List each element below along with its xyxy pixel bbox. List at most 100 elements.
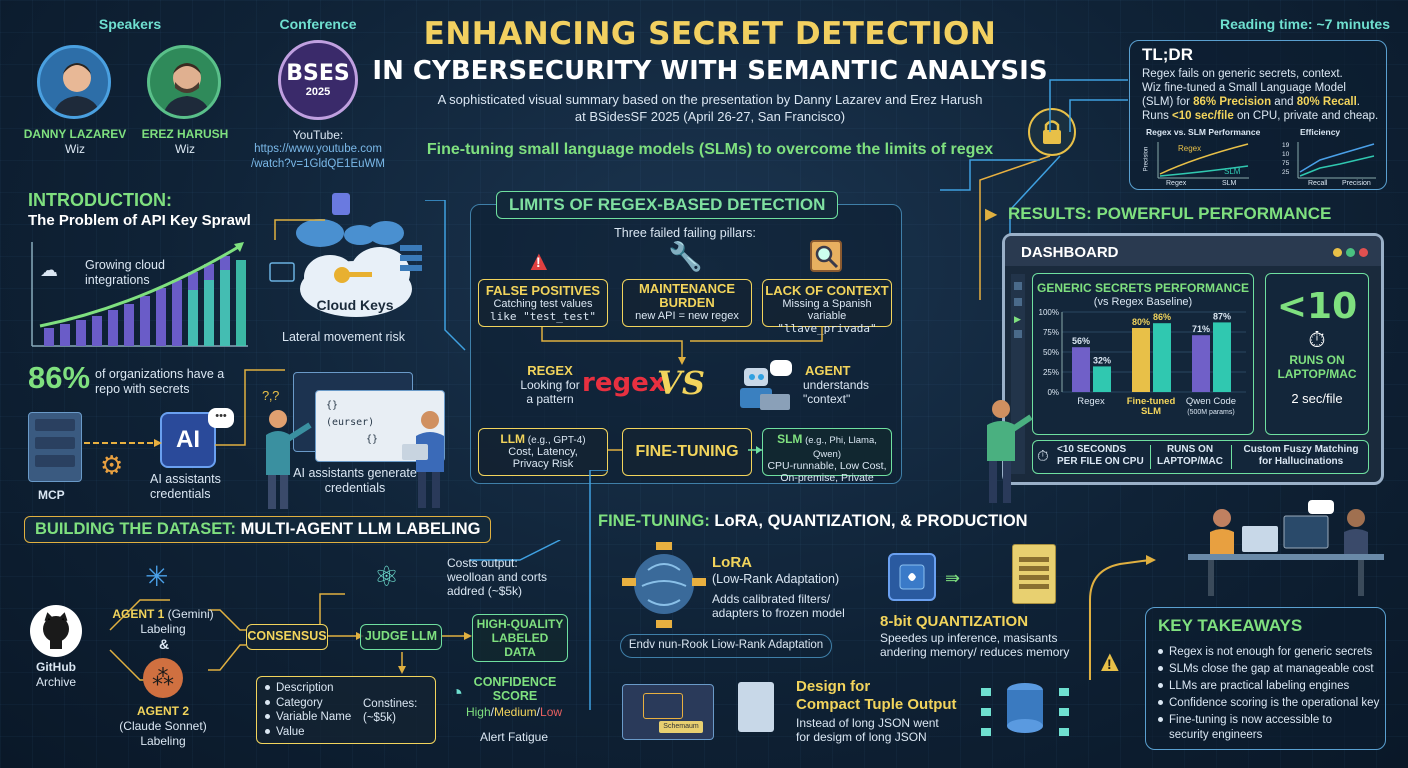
tldr-chart1-title: Regex vs. SLM Performance [1146, 127, 1261, 137]
tldr-chart2-x1: Recall [1308, 180, 1328, 187]
ai-credentials: AI assistants credentials [150, 472, 221, 501]
youtube-url-1[interactable]: https://www.youtube.com [254, 143, 382, 155]
agent-text1: understands [803, 378, 870, 392]
logo-year: 2025 [305, 86, 331, 98]
tldr-chart1-x1: Regex [1166, 180, 1187, 187]
gear-icon: ⚙ [100, 450, 124, 480]
regex-text2: a pattern [526, 392, 574, 406]
chart-bar [1093, 366, 1111, 392]
conf-medium: Medium [493, 705, 537, 719]
tldr-chart1 [1157, 142, 1249, 179]
chart-category-label: Qwen Code [1186, 396, 1236, 407]
chart-data-label: 32% [1093, 355, 1111, 365]
hq-line1: HIGH-QUALITY [476, 617, 564, 631]
avatar-danny [37, 45, 111, 119]
pillar2-text: new API = new regex [635, 310, 739, 322]
github-icon [30, 605, 82, 657]
dataset-title-2: MULTI-AGENT LLM LABELING [240, 520, 481, 538]
tldr-chart1-ylabel: Precision [1143, 146, 1150, 172]
subtitle-line1: A sophisticated visual summary based on … [437, 92, 983, 107]
code-line-1: {} [326, 400, 339, 411]
design-title-2: Compact Tuple Output [796, 696, 957, 713]
intro-title: INTRODUCTION: [28, 190, 172, 210]
pillar-maintenance: MAINTENANCE BURDEN new API = new regex [622, 279, 752, 327]
chart-bar [1072, 347, 1090, 392]
slm-eg: (e.g., Phi, Llama, Qwen) [802, 435, 877, 460]
slm-box: SLM (e.g., Phi, Llama, Qwen) CPU-runnabl… [762, 428, 892, 484]
per-file: 2 sec/file [1291, 391, 1343, 406]
bsides-logo: BSES 2025 [278, 40, 358, 120]
warning-mark: ! [536, 254, 541, 270]
stopwatch-icon: ⏱ [1308, 327, 1326, 352]
tldr-period: . [1356, 96, 1360, 108]
person-right-icon [402, 411, 444, 508]
growth-chart [31, 242, 248, 347]
lateral-movement: Lateral movement risk [282, 330, 405, 344]
speaker-org-2: Wiz [175, 142, 195, 156]
chart-data-label: 86% [1153, 312, 1171, 322]
conf-slash1: / [490, 705, 494, 719]
pillar-lack-of-context: LACK OF CONTEXT Missing a Spanish variab… [762, 279, 892, 335]
hq-line3: DATA [504, 645, 536, 659]
results-title: RESULTS: POWERFUL PERFORMANCE [1008, 204, 1332, 223]
agent-title: AGENT [805, 363, 851, 378]
tldr-and: and [1271, 96, 1297, 108]
stat-text: of organizations have a repo with secret… [95, 367, 225, 396]
tldr-chart1-a: Regex [1178, 144, 1202, 153]
cloud-keys-label: Cloud Keys [316, 297, 394, 313]
avatar-erez [147, 45, 221, 119]
footer2-line1: RUNS ON [1166, 444, 1214, 455]
takeaways-panel: KEY TAKEAWAYS Regex is not enough for ge… [1145, 607, 1386, 750]
pillar1-title: FALSE POSITIVES [485, 283, 601, 298]
pillar3-title: LACK OF CONTEXT [765, 283, 889, 298]
speed-panel: <10 ⏱ RUNS ON LAPTOP/MAC 2 sec/file [1265, 273, 1369, 435]
footer2-line2: LAPTOP/MAC [1157, 456, 1223, 467]
chart-title: GENERIC SECRETS PERFORMANCE [1036, 281, 1250, 295]
youtube-url-2[interactable]: /watch?v=1GldQE1EuWM [251, 158, 385, 170]
judge-llm-box: JUDGE LLM [360, 624, 442, 650]
field-description: Description [276, 682, 334, 694]
chart-category-label: SLM [1141, 406, 1161, 417]
chart-ytick-label: 75% [1043, 328, 1059, 337]
tldr-line4c: on CPU, private and cheap. [1233, 110, 1379, 122]
quant-title: 8-bit QUANTIZATION [880, 613, 1029, 630]
brain-icon [622, 542, 706, 628]
chart-ytick-label: 100% [1039, 308, 1059, 317]
pillar2-title2: BURDEN [659, 295, 715, 310]
confidence-1: CONFIDENCE [473, 675, 557, 689]
tldr-recall: 80% Recall [1296, 96, 1357, 108]
intro-subtitle: The Problem of API Key Sprawl [28, 212, 251, 229]
finetune-title-1: FINE-TUNING: [598, 512, 715, 530]
ai-chip-icon: AI [160, 412, 216, 468]
stat-value: 86% [28, 360, 91, 395]
growing-integrations: Growing cloud integrations [85, 258, 165, 287]
design-text1: Instead of long JSON went [796, 716, 939, 730]
agent1-model: (Gemini) [164, 607, 214, 621]
lora-subtitle: (Low-Rank Adaptation) [712, 572, 840, 586]
footer3-line1: Custom Fuszy Matching [1243, 444, 1359, 455]
reading-time: Reading time: ~7 minutes [1220, 16, 1390, 32]
connector-intro [215, 200, 466, 446]
code-line-2: (eurser) [326, 417, 375, 428]
agent2-role: Labeling [140, 734, 186, 748]
takeaway-4: Confidence scoring is the operational ke… [1169, 697, 1380, 709]
mcp-label: MCP [38, 488, 65, 502]
pillar-false-positives: FALSE POSITIVES Catching test values lik… [478, 279, 608, 327]
github-label-1: GitHub [36, 660, 76, 674]
warning-icon: ▲ [525, 245, 553, 276]
constines-2: (~$5k) [363, 712, 396, 724]
alert-mark: ! [1107, 656, 1112, 672]
subtitle-line2: at BSidesSF 2025 (April 26-27, San Franc… [574, 109, 846, 124]
robot-icon [740, 360, 792, 410]
pillar3-text2: "llave_privada" [777, 322, 877, 335]
chart-data-label: 87% [1213, 311, 1231, 321]
quant-text2: andering memory/ reduces memory [880, 645, 1070, 659]
agent2-title: AGENT 2 [136, 704, 189, 718]
limits-title: LIMITS OF REGEX-BASED DETECTION [496, 191, 839, 219]
tldr-precision: 86% Precision [1193, 96, 1272, 108]
slm-text2: On-premise, Private [780, 472, 874, 484]
llm-eg: (e.g., GPT-4) [525, 435, 586, 446]
window-dot-green [1346, 248, 1355, 257]
takeaways-title: KEY TAKEAWAYS [1158, 616, 1303, 635]
tldr-panel: TL;DR Regex fails on generic secrets, co… [1129, 40, 1387, 190]
